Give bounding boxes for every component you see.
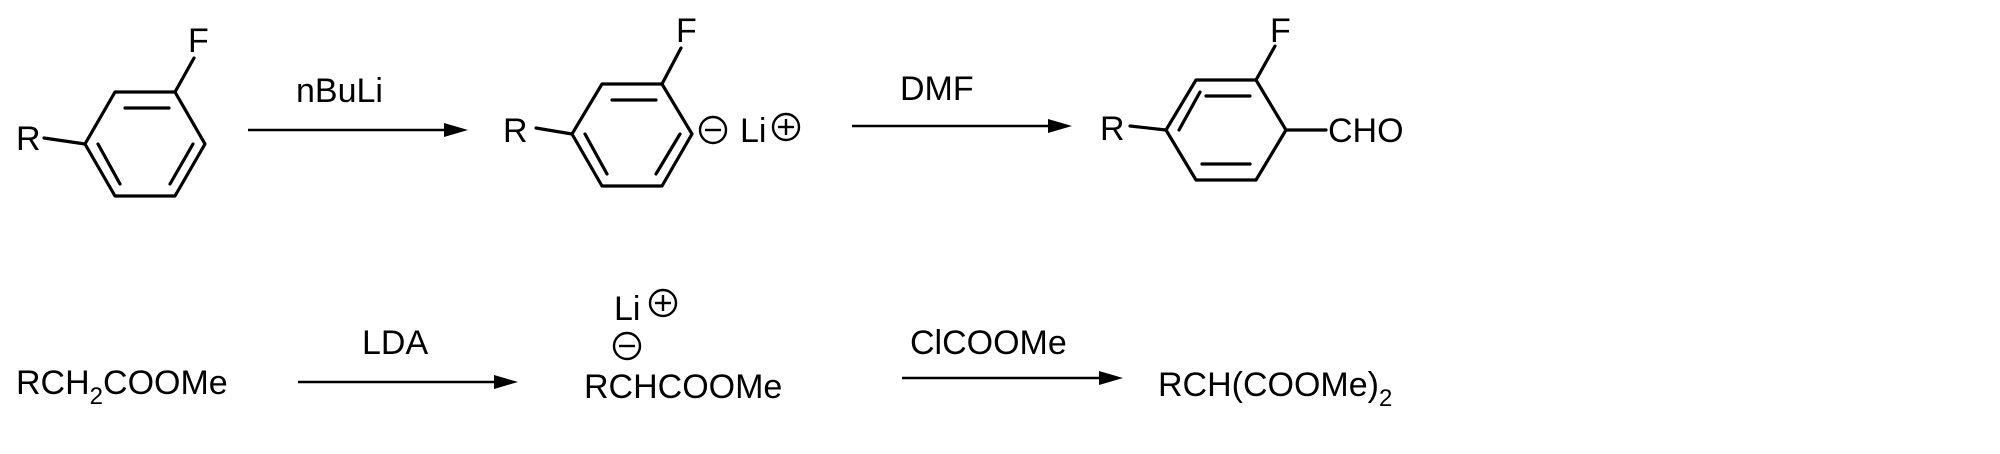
- product-malonate: RCH(COOMe)2: [1158, 366, 1392, 412]
- intermediate-enolate: Li RCHCOOMe: [584, 288, 782, 406]
- f-bond-start: [173, 56, 196, 94]
- r-bond-product: [1128, 124, 1168, 132]
- fluorine-product: F: [1270, 12, 1291, 50]
- intermediate-aryllithium: R F Li: [503, 12, 801, 188]
- reaction-arrow-1: nBuLi: [248, 72, 468, 137]
- start-ester-end: COOMe: [103, 364, 228, 402]
- r-bond-intermediate: [534, 126, 574, 136]
- substituent-r-intermediate: R: [503, 112, 528, 150]
- reagent-methyl-chloroformate: ClCOOMe: [910, 324, 1067, 362]
- reaction-arrow-3: LDA: [298, 324, 518, 389]
- r-bond-start: [42, 136, 87, 146]
- positive-charge-icon: [771, 112, 801, 142]
- counterion-li-row1: Li: [740, 112, 766, 150]
- negative-charge-icon: [698, 115, 728, 145]
- start-ester-subscript: 2: [90, 383, 103, 410]
- negative-charge-icon: [612, 331, 642, 361]
- counterion-li-row2: Li: [614, 290, 640, 328]
- f-bond-intermediate: [660, 46, 683, 86]
- enolate-formula: RCHCOOMe: [584, 368, 782, 406]
- substituent-r-start: R: [16, 120, 41, 158]
- fluorine-start: F: [188, 22, 209, 60]
- f-bond-product: [1254, 44, 1277, 82]
- positive-charge-icon: [648, 288, 678, 318]
- reaction-arrow-2: DMF: [852, 70, 1072, 133]
- product-malonate-subscript: 2: [1379, 385, 1392, 412]
- product-fluorobenzaldehyde: R F CHO: [1100, 12, 1404, 182]
- fluorine-intermediate: F: [676, 12, 697, 50]
- start-material-fluorobenzene: R F: [16, 22, 209, 198]
- benzene-ring-start: [83, 90, 207, 198]
- start-ester: RCH2COOMe: [16, 364, 228, 410]
- reagent-dmf: DMF: [900, 70, 974, 108]
- benzene-ring-intermediate: [570, 82, 694, 188]
- product-malonate-main: RCH(COOMe): [1158, 366, 1379, 404]
- start-ester-main: RCH: [16, 364, 90, 402]
- reagent-lda: LDA: [362, 324, 428, 362]
- reagent-nbuli: nBuLi: [296, 72, 383, 110]
- substituent-r-product: R: [1100, 110, 1125, 148]
- reaction-arrow-4: ClCOOMe: [902, 324, 1123, 385]
- aldehyde-group: CHO: [1328, 112, 1404, 150]
